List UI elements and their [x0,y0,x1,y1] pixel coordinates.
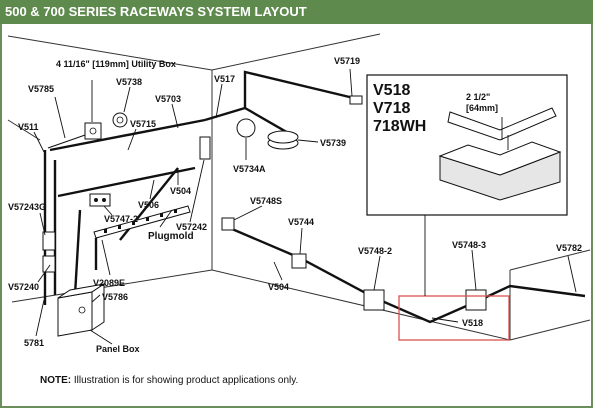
raceway-diagram: 4 11/16" [119mm] Utility Box V5785 V5738… [7,33,591,354]
ceiling-raceway [204,70,363,136]
label-v504-right: V504 [268,282,289,292]
label-v2089e: V2089E [93,278,125,288]
note-text: Illustration is for showing product appl… [73,375,299,386]
utility-box [84,122,102,140]
receptacle-box [42,231,56,251]
inset-detail [366,74,568,296]
label-v518: V518 [462,318,483,328]
inset-dim-mm: [64mm] [466,103,498,113]
inset-model-v518: V518 [373,82,410,99]
label-v5748s: V5748S [250,196,282,206]
left-wall-raceways [43,118,206,305]
diagram-frame [0,24,593,408]
label-v504-left: V504 [170,186,191,196]
room-walls [7,33,591,341]
label-v57242: V57242 [176,222,207,232]
footnote: NOTE: Illustration is for showing produc… [40,375,298,386]
label-v5703: V5703 [155,94,181,104]
label-v5738: V5738 [116,77,142,87]
switch-box [42,255,56,273]
label-v511: V511 [18,122,39,132]
label-v506: V506 [138,200,159,210]
label-v5786: V5786 [102,292,128,302]
right-wall-raceway [221,217,586,324]
leader-lines [33,68,577,345]
page-title: 500 & 700 SERIES RACEWAYS SYSTEM LAYOUT [0,0,593,24]
label-v57240: V57240 [8,282,39,292]
panel-box [57,283,105,337]
fixture-v5734a [236,118,256,138]
label-5781: 5781 [24,338,44,348]
label-panel-box: Panel Box [96,344,140,354]
label-v57243g: V57243G [8,202,46,212]
inset-model-v718: V718 [373,100,410,117]
v57242-box [199,136,211,160]
label-v5748-3: V5748-3 [452,240,486,250]
label-v517: V517 [214,74,235,84]
label-utility-box: 4 11/16" [119mm] Utility Box [56,59,176,69]
label-v5744: V5744 [288,217,314,227]
inset-dim-in: 2 1/2" [466,92,490,102]
label-v5748-2: V5748-2 [358,246,392,256]
label-plugmold: Plugmold [148,231,194,242]
v5747-2-box [89,193,111,207]
callout-labels: 4 11/16" [119mm] Utility Box V5785 V5738… [8,56,582,354]
fixture-v5738 [112,112,128,128]
v518-highlight [398,295,510,341]
label-v5782: V5782 [556,243,582,253]
round-box-v5739 [267,130,299,150]
inset-model-718wh: 718WH [373,118,426,135]
label-v5734a: V5734A [233,164,266,174]
label-v5785: V5785 [28,84,54,94]
plugmold-strip [93,205,191,239]
label-v5739: V5739 [320,138,346,148]
note-label: NOTE: [40,375,72,386]
label-v5715: V5715 [130,119,156,129]
inset-text: V518 V718 718WH 2 1/2" [64mm] [373,82,498,135]
corner-fitting-drawing [438,107,562,201]
label-v5747-2: V5747-2 [104,214,138,224]
label-v5719: V5719 [334,56,360,66]
